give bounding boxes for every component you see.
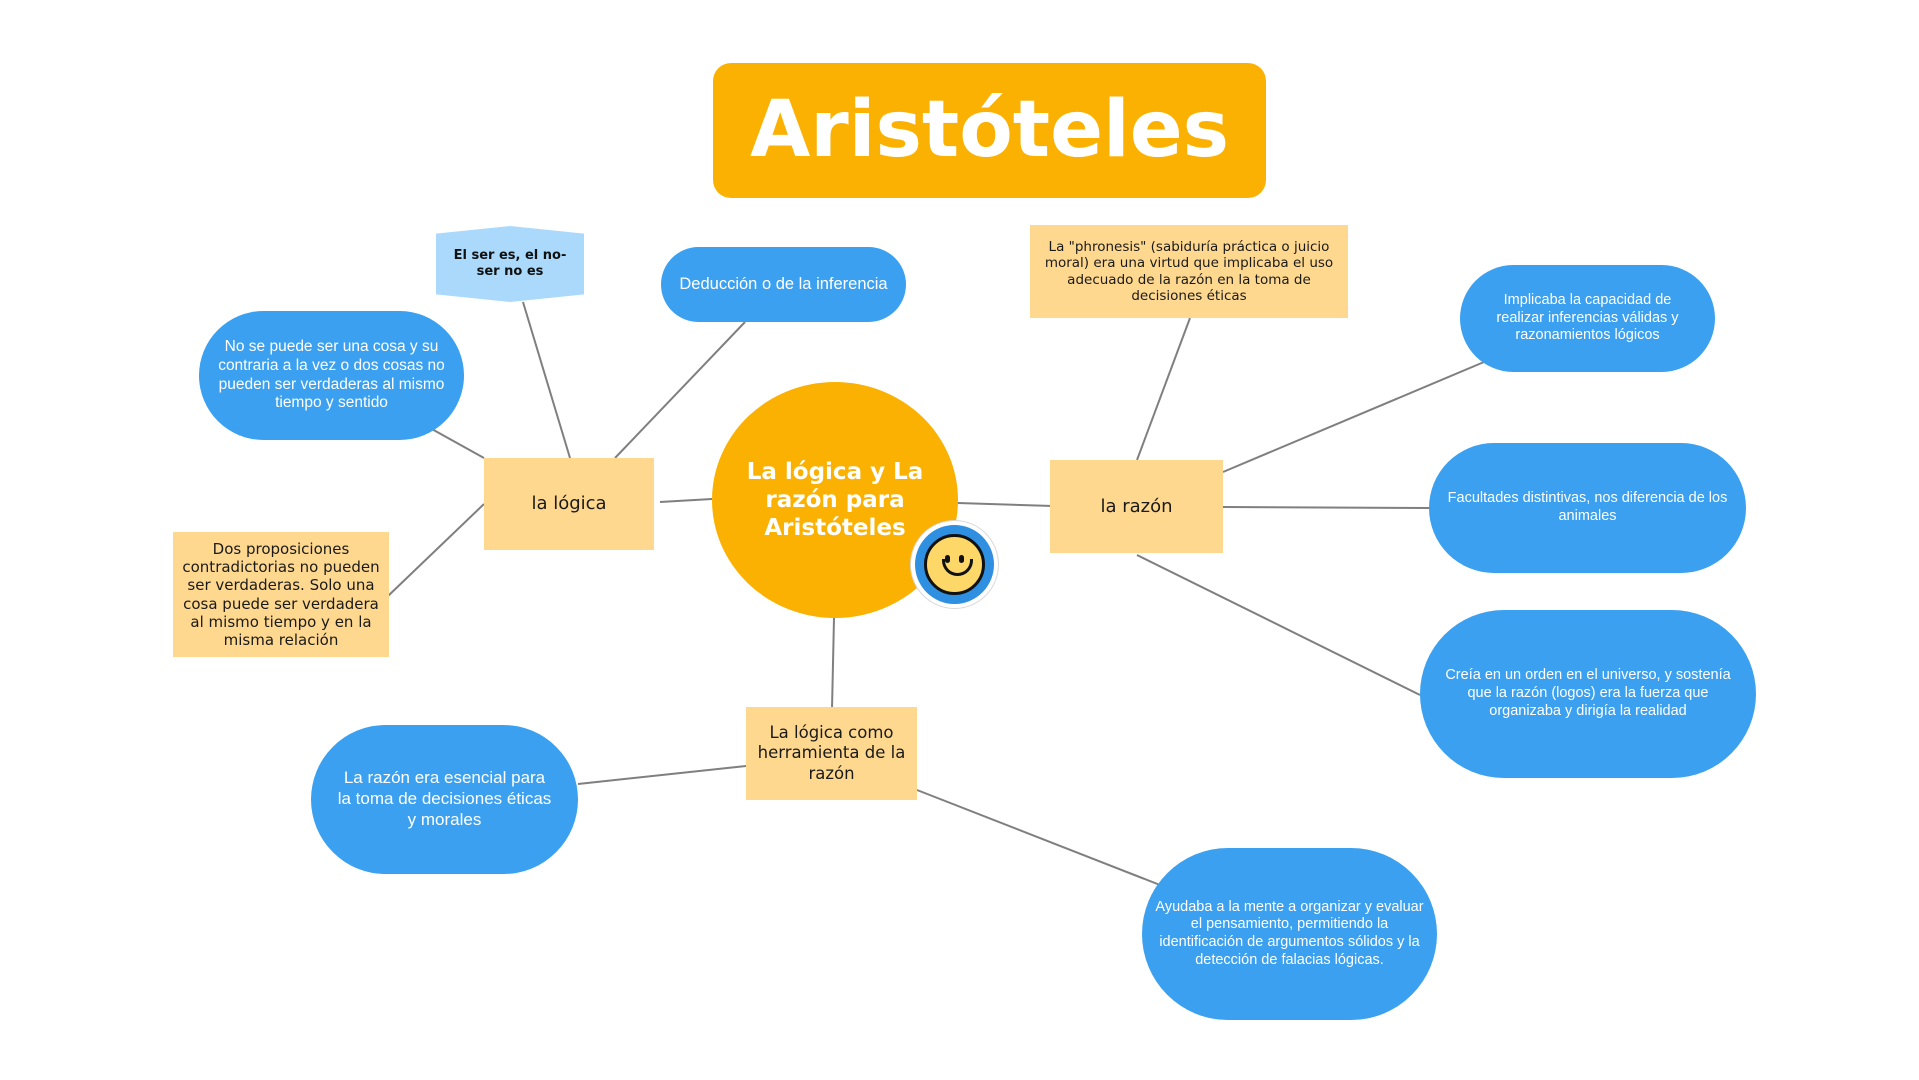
connector-center-herramienta [831, 617, 835, 710]
connector-logica-ser [522, 301, 571, 459]
connector-razon-phronesis [1136, 317, 1191, 461]
bubble-universo: Creía en un orden en el universo, y sost… [1420, 610, 1756, 778]
connector-razon-facultades [1222, 506, 1430, 509]
branch-herramienta: La lógica como herramienta de la razón [746, 707, 917, 800]
smiley-face-graphic [924, 534, 985, 595]
connector-razon-inferencias [1222, 361, 1485, 473]
note-ser-no-ser: El ser es, el no-ser no es [436, 226, 584, 302]
connector-center-logica [659, 498, 713, 503]
bubble-contraria: No se puede ser una cosa y su contraria … [199, 311, 464, 440]
branch-logica: la lógica [484, 458, 654, 550]
connector-razon-universo [1136, 554, 1421, 696]
bubble-facultades: Facultades distintivas, nos diferencia d… [1429, 443, 1746, 573]
bubble-deduccion: Deducción o de la inferencia [661, 247, 906, 322]
bubble-inferencias: Implicaba la capacidad de realizar infer… [1460, 265, 1715, 372]
page-title: Aristóteles [713, 63, 1266, 198]
note-phronesis: La "phronesis" (sabiduría práctica o jui… [1030, 225, 1348, 318]
connector-herramienta-mente [916, 789, 1161, 886]
connector-herramienta-decisiones [577, 765, 747, 785]
connector-logica-deduccion [614, 321, 746, 459]
connector-logica-proposiciones [387, 503, 485, 597]
central-topic: La lógica y La razón para Aristóteles [712, 382, 958, 618]
bubble-decisiones: La razón era esencial para la toma de de… [311, 725, 578, 874]
bubble-mente: Ayudaba a la mente a organizar y evaluar… [1142, 848, 1437, 1020]
connector-center-razon [957, 502, 1054, 507]
smiley-face-icon [911, 521, 998, 608]
note-proposiciones: Dos proposiciones contradictorias no pue… [173, 532, 389, 657]
connector-logica-contraria [429, 427, 485, 459]
branch-razon: la razón [1050, 460, 1223, 553]
